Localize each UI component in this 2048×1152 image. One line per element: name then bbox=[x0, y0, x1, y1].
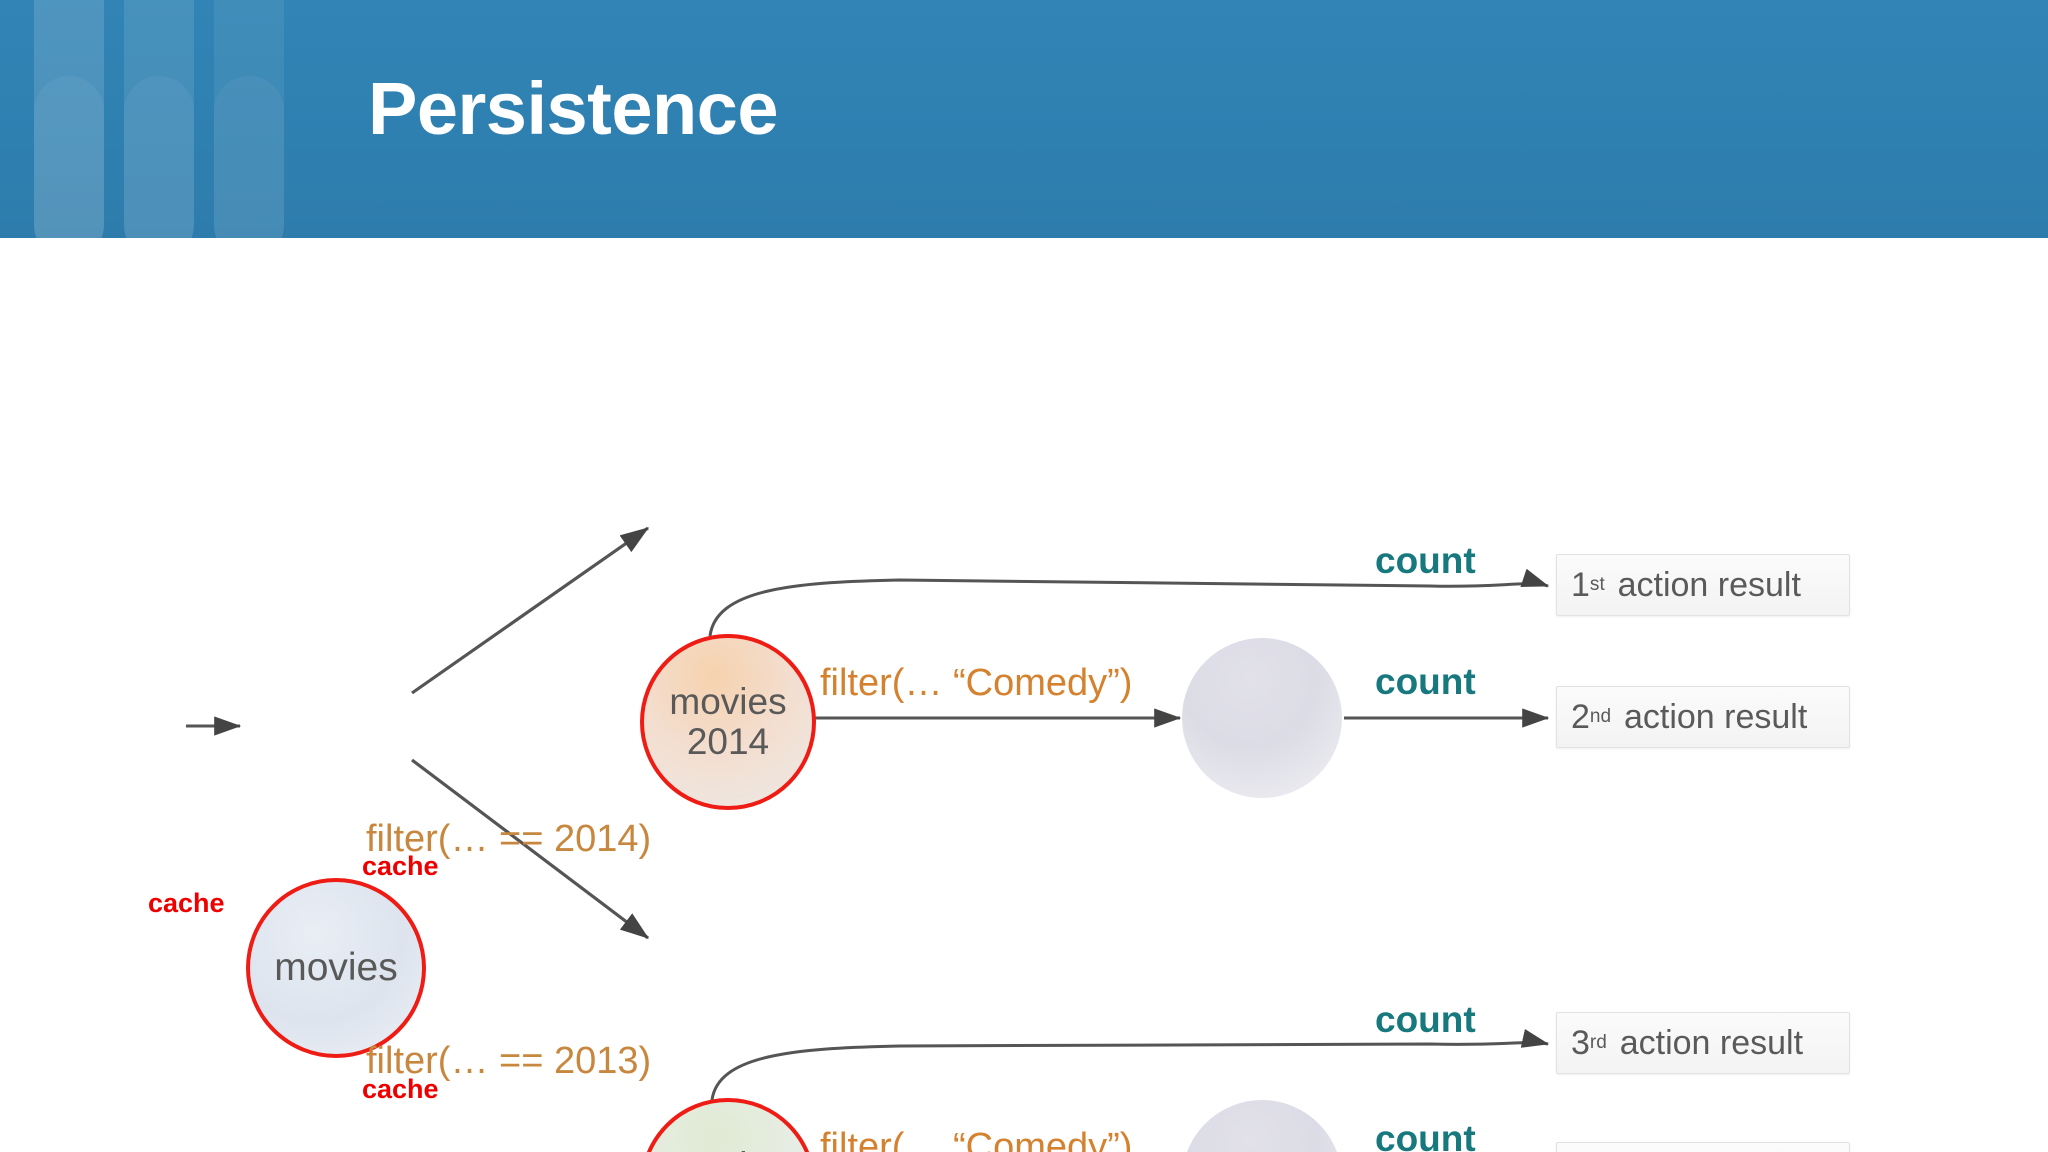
edge-movies-to-movies2013 bbox=[411, 758, 650, 940]
page-title: Persistence bbox=[368, 67, 779, 150]
action-result-suffix-1: st bbox=[1589, 574, 1605, 595]
action-result-box-4[interactable]: 4th action result bbox=[1556, 1142, 1850, 1152]
cache-marker-movies: cache bbox=[148, 888, 225, 918]
rdd-node-movies-2014[interactable]: movies 2014 bbox=[640, 634, 816, 810]
header-decoration-bar-2 bbox=[124, 0, 194, 238]
edge-movies2014-to-result1 bbox=[708, 568, 1550, 637]
rdd-node-movies-2014-label: movies 2014 bbox=[669, 681, 787, 762]
header-decoration-bar-3 bbox=[214, 0, 284, 238]
action-result-text-3: action result bbox=[1619, 1023, 1804, 1062]
edge-label-filter-2014: filter(… == 2014) bbox=[366, 818, 652, 860]
header-decoration-bar-1 bbox=[34, 0, 104, 238]
diagram-edges-layer bbox=[186, 526, 1550, 1101]
action-label-count-2: count bbox=[1375, 661, 1476, 702]
action-label-count-3: count bbox=[1375, 999, 1476, 1040]
action-result-ordinal-2: 2 bbox=[1571, 697, 1590, 736]
slide-header: Persistence bbox=[0, 0, 2048, 238]
cache-marker-movies-2014: cache bbox=[362, 851, 439, 881]
edge-movies2013-to-result3 bbox=[710, 1029, 1550, 1101]
action-label-count-1: count bbox=[1375, 540, 1476, 581]
action-result-suffix-2: nd bbox=[1589, 706, 1612, 727]
edge-movies-to-movies2014 bbox=[411, 526, 650, 695]
action-result-text-1: action result bbox=[1617, 565, 1801, 604]
rdd-node-movies-label: movies bbox=[274, 945, 398, 989]
action-result-suffix-3: rd bbox=[1589, 1032, 1607, 1053]
action-result-text-2: action result bbox=[1623, 697, 1808, 736]
action-result-ordinal-3: 3 bbox=[1571, 1023, 1590, 1062]
cache-marker-movies-2013: cache bbox=[362, 1074, 439, 1104]
edge-label-filter-2013: filter(… == 2013) bbox=[366, 1040, 652, 1082]
edge-label-filter-comedy-2014: filter(… “Comedy”) bbox=[820, 662, 1133, 704]
lineage-diagram: movies movies 2014 movies 2013 filter(… … bbox=[0, 238, 2048, 1152]
rdd-node-movies[interactable]: movies bbox=[246, 878, 426, 1058]
edge-label-filter-comedy-2013: filter(… “Comedy”) bbox=[820, 1126, 1133, 1152]
action-result-ordinal-1: 1 bbox=[1571, 565, 1590, 604]
action-label-count-4: count bbox=[1375, 1118, 1476, 1152]
rdd-node-comedy-2014[interactable] bbox=[1182, 638, 1342, 798]
rdd-node-movies-2013-label: movies 2013 bbox=[669, 1146, 786, 1152]
